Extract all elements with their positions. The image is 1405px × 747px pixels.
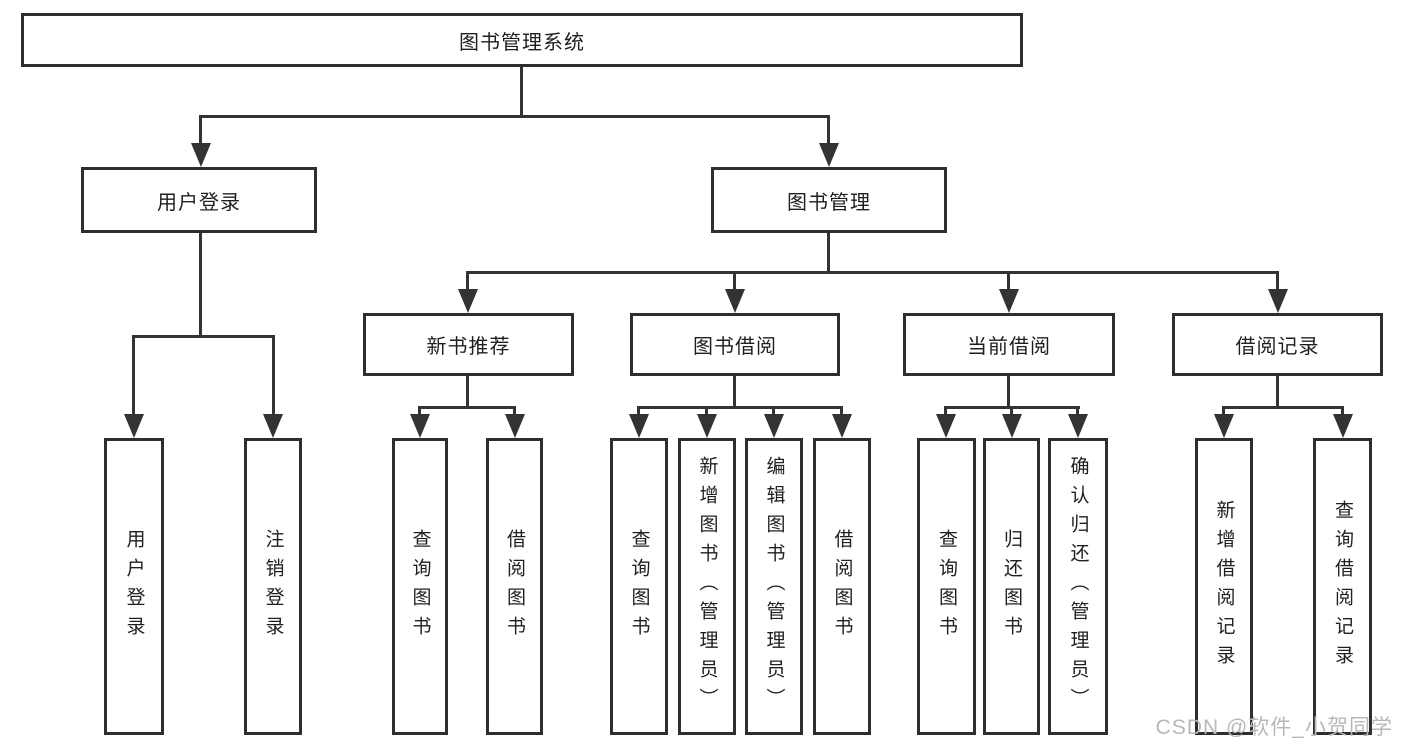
node-add-borrow-record: 新增借阅记录 [1195, 438, 1253, 735]
node-book-management: 图书管理 [711, 167, 947, 233]
connector-line [466, 376, 469, 409]
connector-line [418, 406, 516, 409]
arrow-down-icon [999, 289, 1019, 313]
node-borrowing-records: 借阅记录 [1172, 313, 1383, 376]
connector-line [199, 233, 202, 338]
node-current-borrowing: 当前借阅 [903, 313, 1115, 376]
connector-line [272, 335, 275, 418]
connector-line [733, 271, 736, 293]
connector-line [513, 406, 516, 420]
node-edit-book-admin: 编辑图书（管理员） [745, 438, 803, 735]
node-label: 新书推荐 [426, 336, 511, 358]
connector-line [1276, 271, 1279, 293]
arrow-down-icon [263, 414, 283, 438]
connector-line [733, 376, 736, 409]
connector-line [199, 115, 830, 118]
connector-line [840, 406, 843, 420]
connector-line [1222, 406, 1344, 409]
node-label: 图书管理 [787, 191, 871, 214]
node-label: 新增借阅记录 [1213, 499, 1235, 674]
node-label: 编辑图书（管理员） [763, 456, 785, 717]
arrow-down-icon [832, 414, 852, 438]
connector-line [1007, 271, 1010, 293]
connector-line [520, 67, 523, 117]
connector-line [1341, 406, 1344, 420]
arrow-down-icon [1268, 289, 1288, 313]
node-library-management-system: 图书管理系统 [21, 13, 1023, 67]
arrow-down-icon [819, 143, 839, 167]
node-label: 查询图书 [628, 528, 650, 645]
connector-line [637, 406, 842, 409]
node-query-books-current: 查询图书 [917, 438, 976, 735]
connector-line [1276, 376, 1279, 409]
node-user-login: 用户登录 [81, 167, 317, 233]
arrow-down-icon [505, 414, 525, 438]
node-label: 用户登录 [157, 191, 241, 214]
arrow-down-icon [697, 414, 717, 438]
connector-line [1222, 406, 1225, 420]
connector-line [637, 406, 640, 420]
node-label: 图书管理系统 [459, 31, 585, 54]
node-return-book: 归还图书 [983, 438, 1040, 735]
connector-line [418, 406, 421, 420]
connector-line [1007, 376, 1010, 409]
node-new-book-recommend: 新书推荐 [363, 313, 574, 376]
connector-line [772, 406, 775, 420]
connector-line [944, 406, 947, 420]
arrow-down-icon [629, 414, 649, 438]
node-logout: 注销登录 [244, 438, 302, 735]
connector-line [705, 406, 708, 420]
node-query-books-borrowing: 查询图书 [610, 438, 668, 735]
arrow-down-icon [1068, 414, 1088, 438]
node-label: 当前借阅 [967, 336, 1051, 358]
node-label: 借阅图书 [831, 528, 853, 645]
arrow-down-icon [936, 414, 956, 438]
node-query-borrow-record: 查询借阅记录 [1313, 438, 1372, 735]
connector-line [132, 335, 135, 418]
node-borrow-books-recommend: 借阅图书 [486, 438, 543, 735]
node-confirm-return-admin: 确认归还（管理员） [1048, 438, 1108, 735]
node-label: 查询图书 [409, 528, 431, 645]
node-query-books-recommend: 查询图书 [392, 438, 448, 735]
arrow-down-icon [1333, 414, 1353, 438]
watermark: CSDN @软件_小贺同学 [1155, 716, 1393, 739]
node-book-borrowing: 图书借阅 [630, 313, 840, 376]
node-label: 借阅记录 [1235, 336, 1320, 358]
connector-line [827, 233, 830, 274]
node-add-book-admin: 新增图书（管理员） [678, 438, 736, 735]
connector-line [466, 271, 469, 293]
arrow-down-icon [725, 289, 745, 313]
node-label: 确认归还（管理员） [1067, 456, 1089, 717]
node-borrow-books-borrowing: 借阅图书 [813, 438, 871, 735]
connector-line [132, 335, 275, 338]
arrow-down-icon [124, 414, 144, 438]
connector-line [1076, 406, 1079, 420]
node-label: 图书借阅 [693, 336, 777, 358]
node-label: 注销登录 [262, 528, 284, 645]
connector-line [1010, 406, 1013, 420]
arrow-down-icon [1002, 414, 1022, 438]
node-label: 查询借阅记录 [1332, 499, 1353, 674]
arrow-down-icon [191, 143, 211, 167]
connector-line [827, 115, 830, 147]
node-label: 借阅图书 [504, 528, 525, 645]
node-label: 查询图书 [936, 528, 957, 645]
node-user-login-leaf: 用户登录 [104, 438, 164, 735]
arrow-down-icon [458, 289, 478, 313]
arrow-down-icon [1214, 414, 1234, 438]
node-label: 用户登录 [123, 528, 145, 645]
arrow-down-icon [410, 414, 430, 438]
node-label: 新增图书（管理员） [696, 456, 718, 717]
connector-line [466, 271, 1279, 274]
node-label: 归还图书 [1001, 528, 1022, 645]
connector-line [199, 115, 202, 147]
arrow-down-icon [764, 414, 784, 438]
